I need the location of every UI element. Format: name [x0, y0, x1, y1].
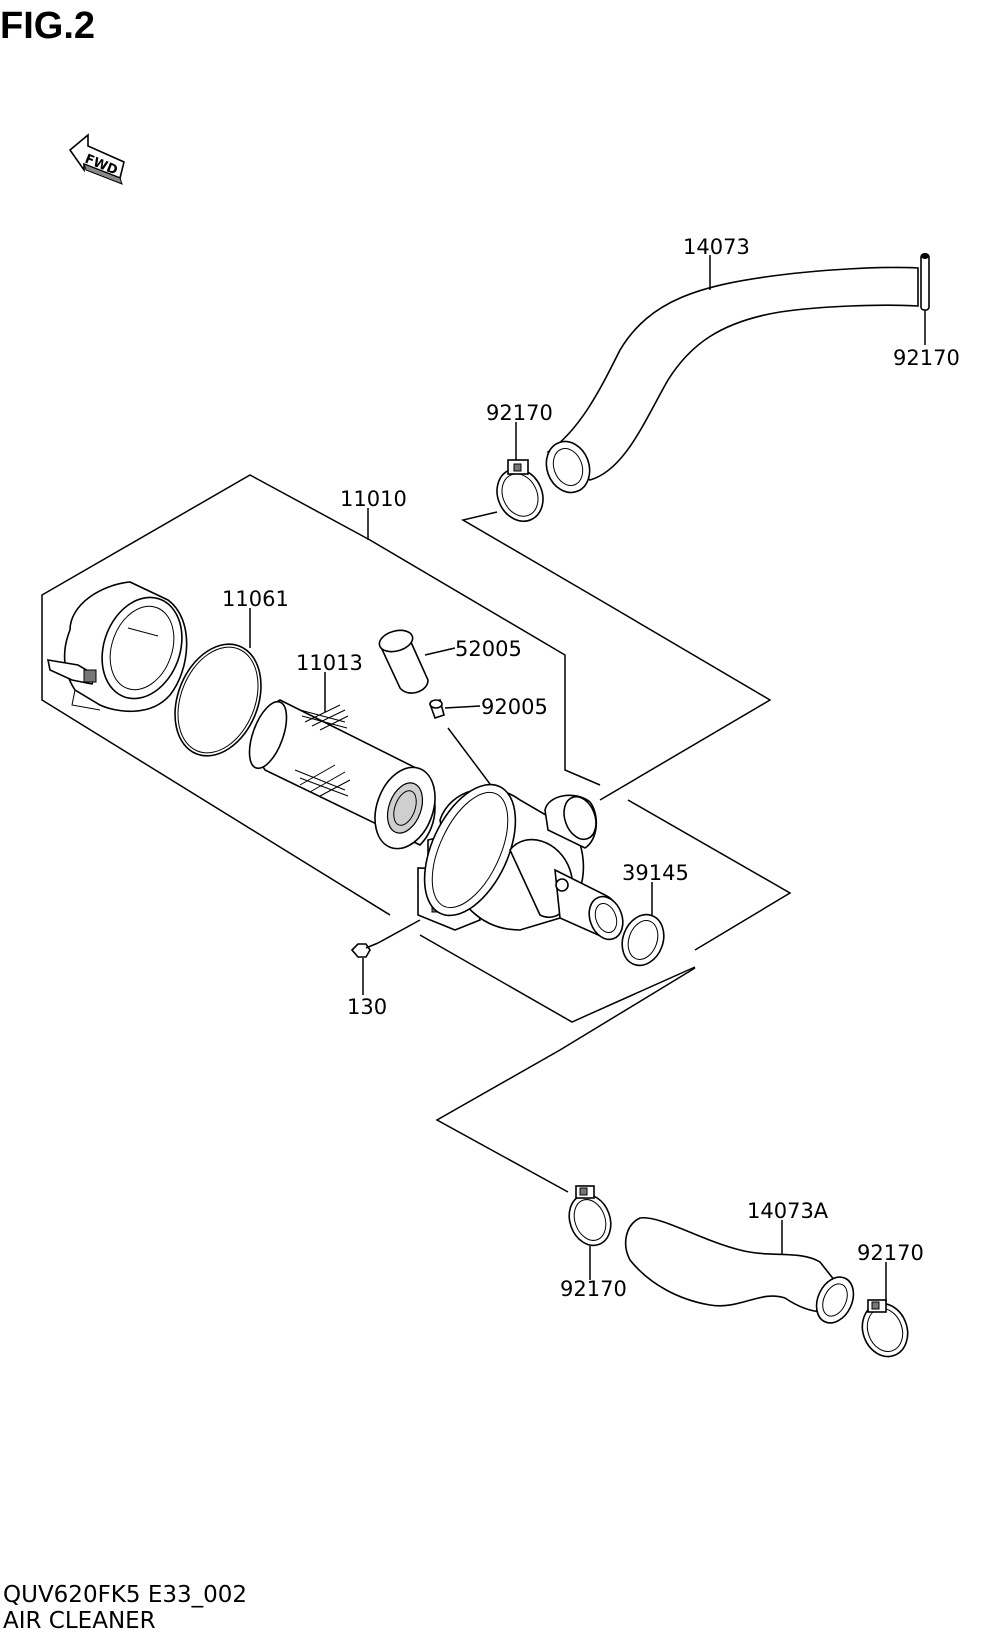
- label-92170-lower-right: 92170: [857, 1241, 924, 1265]
- assembly-outline-bottom: [419, 934, 696, 1023]
- figure-title: FIG.2: [0, 5, 95, 47]
- clamp-92170-lower-right[interactable]: [855, 1297, 915, 1363]
- label-92170-upper: 92170: [486, 401, 553, 425]
- o-ring-11061-inner: [177, 646, 259, 754]
- label-130: 130: [347, 995, 387, 1019]
- assembly-outline-right: [627, 799, 792, 951]
- leader-130-to-body: [377, 919, 421, 944]
- clamp-92170-upper[interactable]: [489, 459, 552, 529]
- model-code: QUV620FK5 E33_002: [3, 1582, 247, 1608]
- pin-92170-top-right[interactable]: [920, 253, 930, 311]
- section-name: AIR CLEANER: [3, 1608, 156, 1631]
- cap-52005[interactable]: [377, 627, 429, 694]
- label-92170-top-right: 92170: [893, 346, 960, 370]
- label-11010: 11010: [340, 487, 407, 511]
- air-cleaner-body[interactable]: [406, 770, 629, 944]
- filter-mesh-lower: [294, 764, 351, 797]
- filter-mesh-upper: [299, 704, 349, 731]
- label-11061: 11061: [222, 587, 289, 611]
- hose-14073[interactable]: [539, 266, 919, 498]
- clamp-92170-lower[interactable]: [562, 1185, 617, 1251]
- label-14073A: 14073A: [747, 1199, 829, 1223]
- connector-upper: [460, 511, 772, 801]
- connector-lower: [435, 967, 696, 1193]
- fwd-arrow-icon: FWD: [68, 133, 125, 185]
- label-92005: 92005: [481, 695, 548, 719]
- fitting-92005[interactable]: [428, 698, 445, 720]
- assembly-outline: [41, 474, 601, 916]
- label-14073: 14073: [683, 235, 750, 259]
- air-cleaner-cover[interactable]: [46, 581, 195, 713]
- label-39145: 39145: [622, 861, 689, 885]
- label-11013: 11013: [296, 651, 363, 675]
- ring-39145[interactable]: [615, 909, 670, 972]
- leader-52005: [424, 647, 456, 656]
- label-52005: 52005: [455, 637, 522, 661]
- leader-92005: [444, 705, 481, 709]
- o-ring-11061[interactable]: [159, 631, 277, 769]
- filter-element-11013[interactable]: [242, 697, 446, 857]
- bolt-130[interactable]: [350, 942, 379, 958]
- label-92170-lower: 92170: [560, 1277, 627, 1301]
- hose-14073A[interactable]: [624, 1217, 861, 1329]
